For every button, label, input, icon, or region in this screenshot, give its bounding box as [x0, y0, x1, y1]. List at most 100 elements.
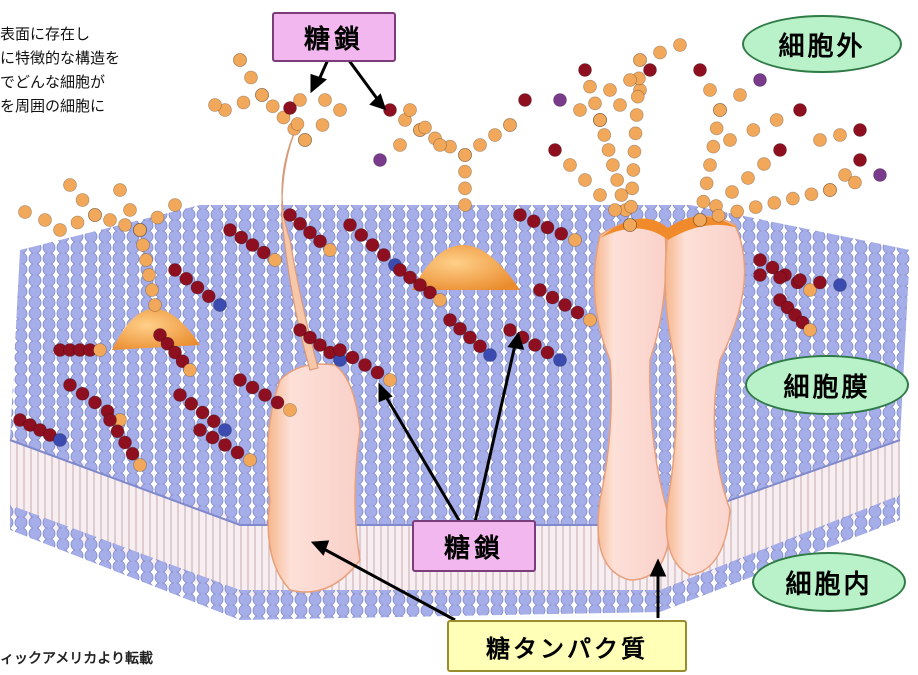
- sugar-bead: [404, 104, 417, 117]
- sugar-bead: [384, 374, 397, 387]
- sugar-bead: [697, 195, 710, 208]
- sugar-bead: [459, 149, 472, 162]
- sugar-bead: [256, 89, 269, 102]
- sugar-bead: [554, 94, 567, 107]
- sugar-bead: [231, 446, 244, 459]
- sugar-bead: [874, 169, 887, 182]
- glycoprotein-label: 糖タンパク質: [447, 620, 687, 672]
- sugar-bead: [704, 159, 717, 172]
- sugar-bead: [624, 219, 637, 232]
- sugar-bead: [180, 272, 193, 285]
- sugar-bead: [489, 129, 502, 142]
- sugar-bead: [514, 209, 527, 222]
- sugar-bead: [64, 379, 77, 392]
- sugar-bead: [119, 436, 132, 449]
- sugar-bead: [854, 154, 867, 167]
- sugar-bead: [724, 134, 737, 147]
- sugar-bead: [579, 64, 592, 77]
- sugar-bead: [484, 349, 497, 362]
- sugar-bead: [137, 239, 150, 252]
- sugar-bead: [625, 200, 638, 213]
- sugar-bead: [234, 374, 247, 387]
- sugar-bead: [554, 354, 567, 367]
- sugar-bead: [134, 224, 147, 237]
- sugar-bead: [804, 324, 817, 337]
- sugar-bead: [269, 254, 282, 267]
- sugar-bead: [694, 214, 707, 227]
- sugar-bead: [214, 299, 227, 312]
- sugar-bead: [742, 172, 755, 185]
- sugar-bead: [169, 264, 182, 277]
- sugar-bead: [541, 221, 554, 234]
- sugar-bead: [234, 54, 247, 67]
- sugar-bead: [594, 189, 607, 202]
- sugar-bead: [394, 139, 407, 152]
- sugar-bead: [644, 64, 657, 77]
- sugar-bead: [459, 165, 472, 178]
- sugar-bead: [824, 184, 837, 197]
- sugar-bead: [504, 119, 517, 132]
- sugar-bead: [834, 129, 847, 142]
- sugar-bead: [54, 434, 67, 447]
- sugar-bead: [774, 271, 787, 284]
- sugar-bead: [747, 124, 760, 137]
- sugar-bead: [712, 209, 725, 222]
- sugar-bead: [707, 140, 720, 153]
- sugar-bead: [629, 127, 642, 140]
- sugar-bead: [359, 359, 372, 372]
- sugar-bead: [630, 109, 643, 122]
- sugar-bead: [569, 234, 582, 247]
- source-credit: ィックアメリカより転載: [0, 648, 153, 668]
- sugar-bead: [627, 164, 640, 177]
- sugar-bead: [594, 114, 607, 127]
- sugar-bead: [209, 99, 222, 112]
- inside-cell-label: 細胞内: [752, 552, 906, 612]
- sugar-bead: [805, 188, 818, 201]
- sugar-bead: [559, 299, 572, 312]
- sugar-bead: [202, 290, 215, 303]
- note-line-4: を周囲の細胞に: [0, 94, 120, 118]
- sugar-bead: [371, 366, 384, 379]
- sugar-bead: [244, 454, 257, 467]
- sugar-bead: [726, 186, 739, 199]
- sugar-bead: [794, 274, 807, 287]
- sugar-bead: [606, 159, 619, 172]
- sugar-bead: [849, 176, 862, 189]
- sugar-bead: [126, 447, 139, 460]
- sugar-bead: [219, 439, 232, 452]
- sugar-bead: [104, 214, 117, 227]
- sugar-bead: [19, 206, 32, 219]
- note-line-3: でどんな細胞が: [0, 70, 120, 94]
- sugar-bead: [319, 94, 332, 107]
- sugar-bead: [39, 214, 52, 227]
- sugar-bead: [574, 104, 587, 117]
- sugar-bead: [694, 64, 707, 77]
- sugar-bead: [237, 96, 250, 109]
- sugar-bead: [140, 254, 153, 267]
- sugar-bead: [541, 346, 554, 359]
- sugar-bead: [76, 194, 89, 207]
- sugar-bead: [245, 71, 258, 84]
- explanation-note: 表面に存在しに特徴的な構造をでどんな細胞がを周囲の細胞に: [0, 22, 120, 118]
- sugar-bead: [334, 104, 347, 117]
- sugar-bead: [527, 215, 540, 228]
- sugar-bead: [704, 84, 717, 97]
- sugar-bead: [149, 299, 162, 312]
- sugar-bead: [284, 404, 297, 417]
- sugar-bead: [434, 294, 447, 307]
- sugar-bead: [324, 244, 337, 257]
- sugar-bead: [76, 387, 89, 400]
- sugar-bead: [628, 145, 641, 158]
- sugar-bead: [185, 397, 198, 410]
- sugar-bead: [124, 204, 137, 217]
- sugar-bead: [626, 182, 639, 195]
- note-line-2: に特徴的な構造を: [0, 46, 120, 70]
- sugar-bead: [196, 406, 209, 419]
- sugar-bead: [504, 324, 517, 337]
- sugar-bead: [71, 216, 84, 229]
- sugar-bead: [624, 74, 637, 87]
- sugar-bead: [598, 129, 611, 142]
- sugar-bead: [546, 291, 559, 304]
- sugar-bead: [459, 182, 472, 195]
- sugar-bead: [754, 269, 767, 282]
